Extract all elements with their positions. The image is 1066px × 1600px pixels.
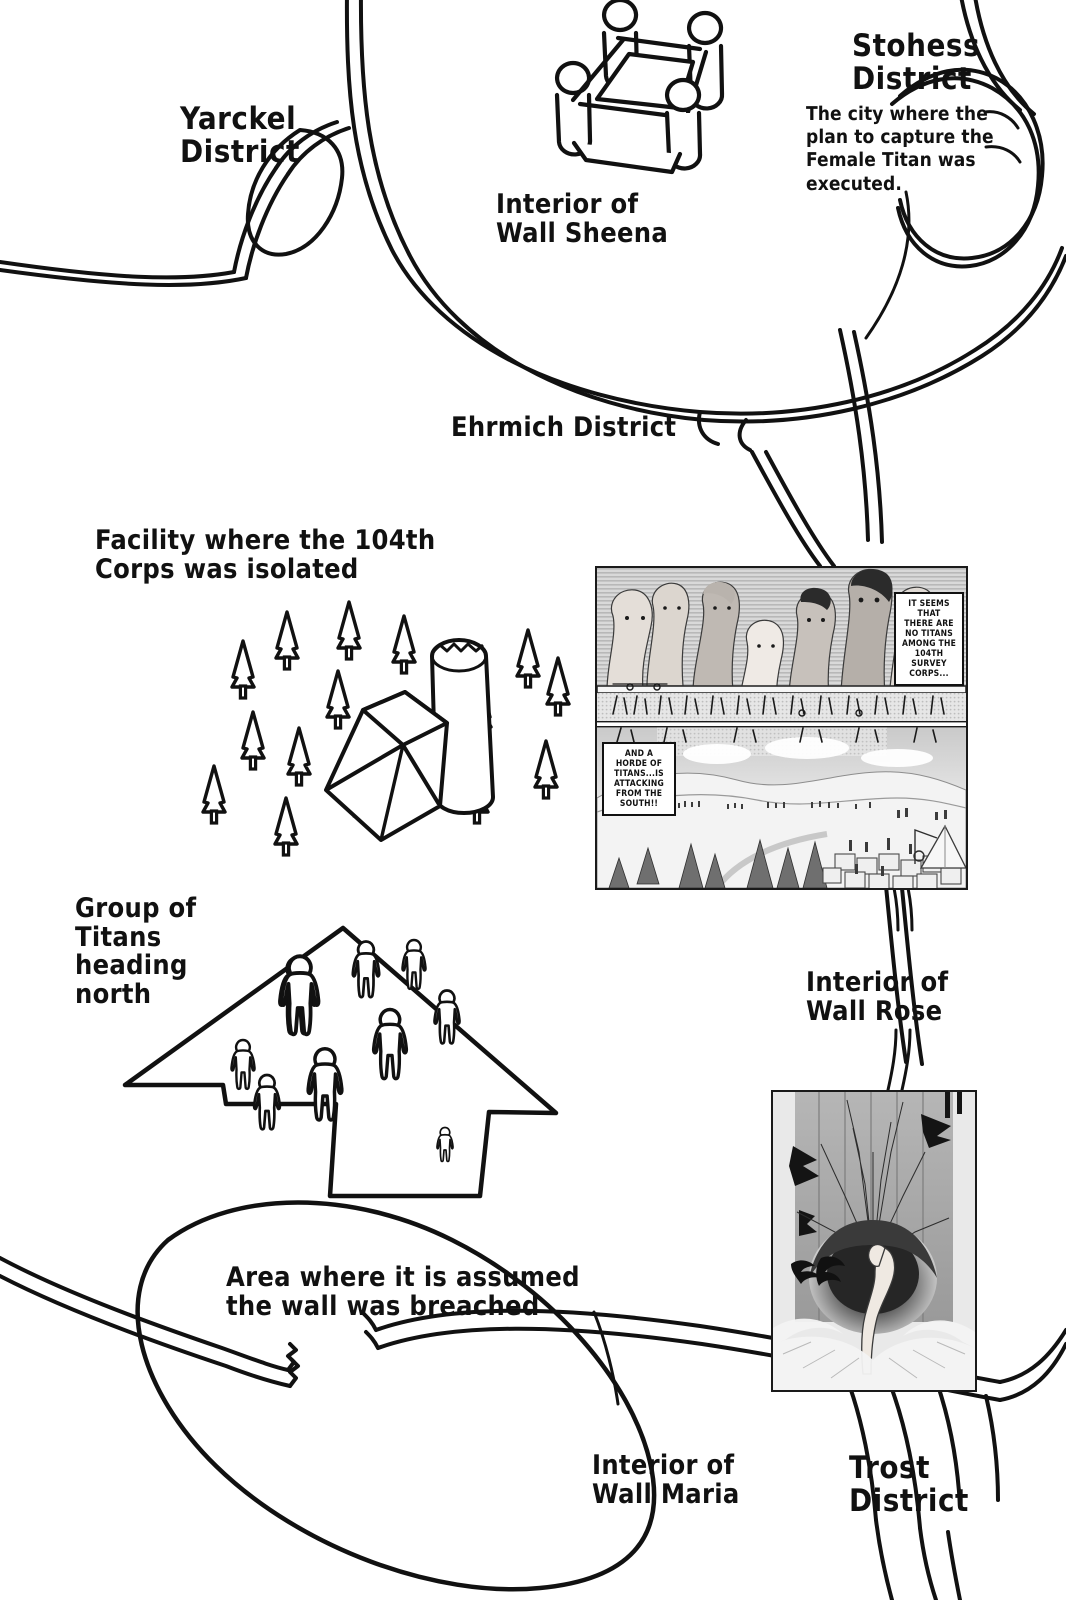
label-stohess-description: The city where the plan to capture the F… [806,103,994,195]
label-stohess-district: Stohess District [852,28,981,97]
balloon-no-titans: IT SEEMS THAT THERE ARE NO TITANS AMONG … [894,592,964,687]
label-trost-district: Trost District [849,1450,969,1519]
label-ehrmich-district: Ehrmich District [451,412,677,443]
north-arrow-with-titans [122,925,559,1199]
label-group-of-titans: Group of Titans heading north [75,893,197,1010]
label-interior-of-wall-sheena: Interior of Wall Sheena [496,189,669,249]
royal-capital-icon [554,0,725,175]
panel-titan-breaking-wall [771,1090,977,1392]
balloon-horde-attacking: AND A HORDE OF TITANS...IS ATTACKING FRO… [602,742,676,817]
label-facility-104th-corps: Facility where the 104th Corps was isola… [95,525,436,585]
label-yarckel-district: Yarckel District [180,101,300,170]
forest-and-facility [201,600,571,857]
panel-survey-corps: IT SEEMS THAT THERE ARE NO TITANS AMONG … [595,566,968,890]
label-interior-of-wall-maria: Interior of Wall Maria [592,1450,740,1510]
label-interior-of-wall-rose: Interior of Wall Rose [806,967,949,1027]
label-area-wall-breached: Area where it is assumed the wall was br… [226,1262,580,1322]
